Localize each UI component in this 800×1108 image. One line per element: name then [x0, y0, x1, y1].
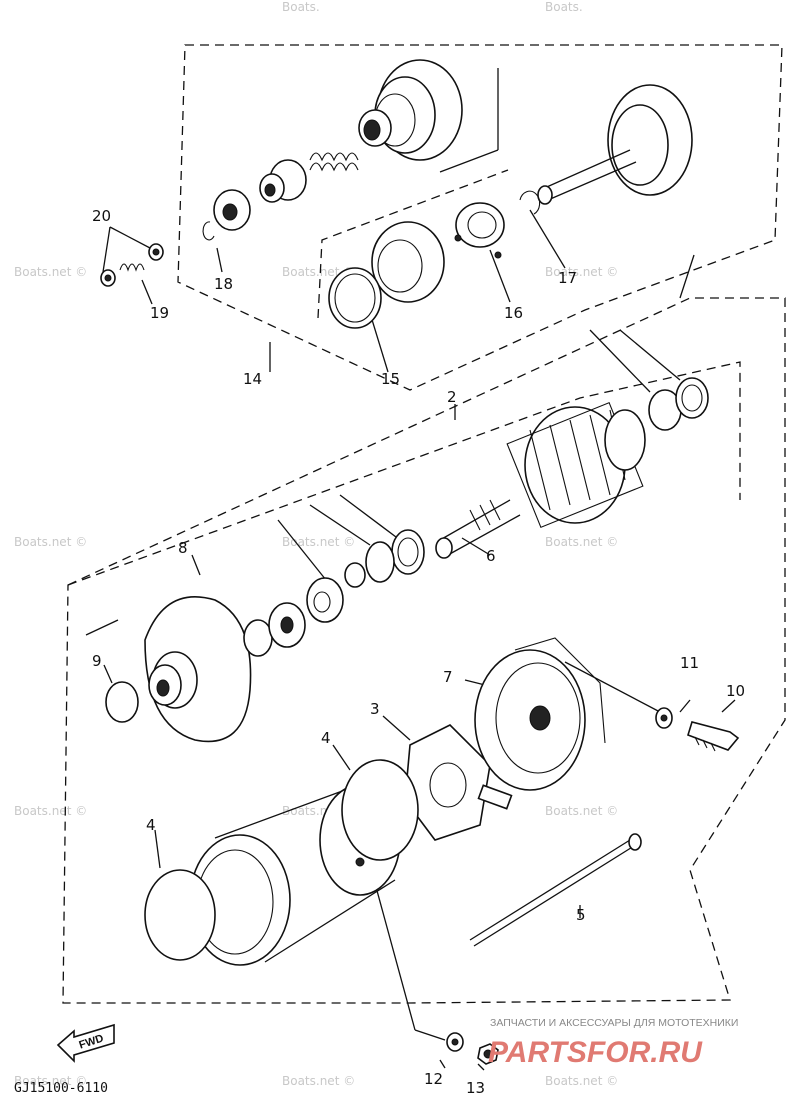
part-number-label: 4 — [321, 729, 331, 747]
part-number-label: 12 — [424, 1070, 443, 1088]
part-number-label: 9 — [92, 652, 102, 670]
shop-branding: ЗАПЧАСТИ И АКСЕССУАРЫ ДЛЯ МОТОТЕХНИКИ PA… — [488, 1017, 738, 1069]
part-number-label: 10 — [726, 682, 745, 700]
through-bolt-part — [469, 833, 642, 947]
armature-shims-part — [344, 377, 709, 588]
part-number-label: 16 — [504, 304, 523, 322]
drive-shaft-part — [537, 84, 693, 205]
rear-cover-part — [474, 637, 606, 791]
collar-part — [259, 159, 307, 203]
brush-holder-part — [404, 724, 513, 841]
watermark: Boats.net © — [545, 1074, 618, 1088]
lock-plate-part — [454, 202, 505, 259]
group-outlines — [62, 44, 786, 1004]
bolt-washer-part — [655, 707, 740, 752]
part-number-label: 19 — [150, 304, 169, 322]
part-number-label: 3 — [370, 700, 380, 718]
shop-logo: PARTSFOR.RU — [488, 1036, 703, 1069]
part-number-label: 13 — [466, 1079, 485, 1097]
part-number-label: 2 — [447, 388, 457, 406]
pinion-clutch-part — [358, 59, 463, 161]
fwd-arrow-icon — [56, 1023, 115, 1063]
bearing-sub-outline — [317, 169, 509, 319]
armature-sub-outline — [67, 361, 741, 586]
spring-set-part — [100, 243, 164, 287]
part-number-label: 11 — [680, 654, 699, 672]
clutch-assembly-outline — [177, 44, 783, 391]
diagram-code: GJ15100-6110 — [14, 1081, 108, 1096]
bushing-part — [213, 189, 251, 231]
part-number-label: 17 — [558, 269, 577, 287]
clip-17-part — [519, 190, 541, 215]
part-number-label: 15 — [381, 370, 400, 388]
bearing-part — [328, 221, 445, 329]
forward-direction-indicator: FWD — [56, 1023, 115, 1063]
watermark: Boats.net © — [282, 535, 355, 549]
part-number-label: 18 — [214, 275, 233, 293]
watermark: Boats.net © — [545, 535, 618, 549]
washer-nut-part — [446, 1032, 499, 1065]
watermark-layer: Boats. Boats. Boats.net © Boats.net © Bo… — [14, 0, 618, 1088]
yoke-part — [144, 759, 419, 966]
part-number-label: 5 — [576, 906, 586, 924]
watermark: Boats. — [545, 0, 583, 14]
spring-part — [309, 152, 359, 172]
watermark: Boats.net © — [14, 1074, 87, 1088]
shop-caption: ЗАПЧАСТИ И АКСЕССУАРЫ ДЛЯ МОТОТЕХНИКИ — [490, 1017, 738, 1029]
part-number-label: 6 — [486, 547, 496, 565]
part-number-label: 4 — [146, 816, 156, 834]
watermark: Boats.net © — [282, 1074, 355, 1088]
watermark: Boats.net © — [545, 804, 618, 818]
part-number-label: 14 — [243, 370, 262, 388]
part-number-label: 7 — [443, 668, 453, 686]
watermark: Boats.net © — [545, 265, 618, 279]
circlip-18-part — [202, 221, 215, 241]
part-number-labels: 2 3 4 4 5 6 7 8 9 10 11 12 13 14 15 16 1… — [92, 207, 745, 1097]
watermark: Boats. — [282, 0, 320, 14]
front-cover-part — [105, 577, 344, 743]
part-drawings — [100, 59, 740, 1065]
part-number-label: 8 — [178, 539, 188, 557]
part-number-label: 20 — [92, 207, 111, 225]
watermark: Boats.net © — [14, 804, 87, 818]
watermark: Boats.net © — [14, 265, 87, 279]
armature-part — [435, 401, 646, 559]
watermark: Boats.net © — [14, 535, 87, 549]
